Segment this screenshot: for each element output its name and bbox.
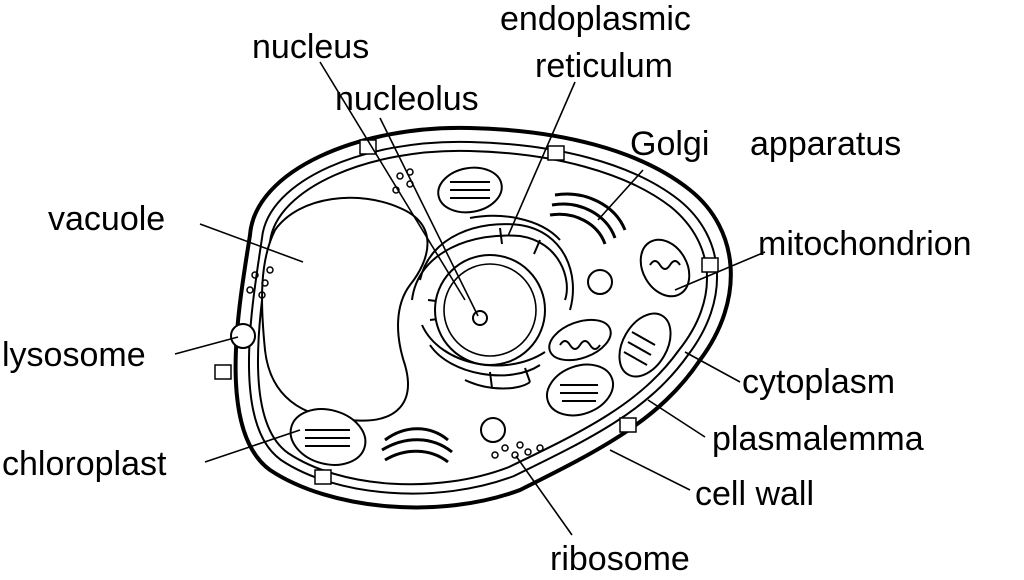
label-cytoplasm: cytoplasm [742,363,895,401]
mitochondria [548,238,691,362]
label-ribosome: ribosome [550,540,690,575]
leader-lines [174,61,766,536]
vesicles [246,168,414,299]
lysosome [230,323,256,349]
label-nucleolus: nucleolus [335,80,479,118]
label-reticulum: reticulum [535,47,673,85]
small-organelles [480,269,613,459]
label-apparatus: apparatus [750,125,901,163]
label-lysosome: lysosome [2,336,146,374]
plasmalemma [257,149,708,486]
nucleolus [472,310,488,326]
chloroplasts [289,166,672,466]
label-cell-wall: cell wall [695,475,814,513]
nucleus [434,254,546,366]
label-plasmalemma: plasmalemma [712,420,924,458]
label-mitochondrion: mitochondrion [758,225,972,263]
label-vacuole: vacuole [48,200,165,238]
label-golgi: Golgi [630,125,709,163]
label-nucleus: nucleus [252,28,369,66]
golgi-apparatus [381,192,627,464]
plasmodesmata [214,139,719,485]
label-endoplasmic: endoplasmic [500,0,691,38]
label-chloroplast: chloroplast [2,445,167,483]
vacuole [261,196,429,422]
